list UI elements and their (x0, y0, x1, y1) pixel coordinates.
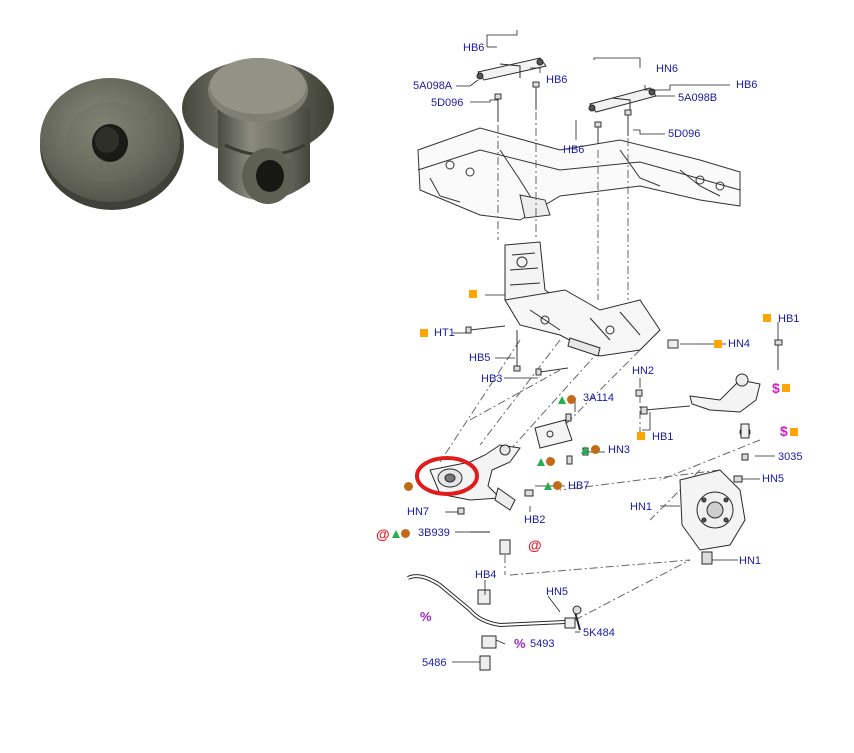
marker-dot-3b939 (401, 529, 410, 538)
bushing-front-view (40, 78, 184, 210)
label-hb5: HB5 (469, 352, 491, 364)
marker-triangle-hb7 (544, 482, 552, 490)
label-3035: 3035 (778, 451, 803, 463)
label-3b939: 3B939 (418, 527, 450, 539)
label-5486: 5486 (422, 657, 447, 669)
label-hn1-top: HN1 (630, 501, 653, 513)
label-hb6-lower: HB6 (563, 144, 585, 156)
marker-at-3b939: @ (376, 526, 390, 542)
marker-triangle-3b939 (392, 530, 400, 538)
label-hb1-top: HB1 (778, 313, 800, 325)
lower-bolts (465, 325, 783, 415)
stabilizer-bar (407, 574, 582, 671)
spring-mount (504, 241, 562, 301)
marker-triangle-3a114 (558, 396, 566, 404)
bolts-5d096 (494, 81, 632, 148)
label-hn6: HN6 (656, 63, 679, 75)
label-hn7: HN7 (407, 506, 430, 518)
marker-dot-hb7 (553, 481, 562, 490)
label-ht1: HT1 (434, 327, 455, 339)
marker-square-balljoint (790, 428, 798, 436)
upper-bracket-right (588, 87, 657, 113)
label-hb6-top: HB6 (463, 42, 485, 54)
marker-dot-bracket (546, 457, 555, 466)
label-5a098b: 5A098B (678, 92, 718, 104)
frame-crossmember (417, 127, 741, 221)
marker-square-hb1-mid (637, 432, 645, 440)
upper-control-arm (689, 373, 761, 439)
marker-triangle-hn3 (581, 446, 589, 454)
marker-square-hn4 (714, 340, 722, 348)
marker-dollar-balljoint: $ (780, 423, 788, 439)
label-hb7: HB7 (568, 480, 590, 492)
label-hn3: HN3 (608, 444, 631, 456)
marker-triangle-bracket (537, 458, 545, 466)
label-5k484: 5K484 (583, 627, 615, 639)
marker-percent-bar: % (420, 609, 432, 624)
marker-square-ht1 (420, 329, 428, 337)
marker-dot-hn3 (591, 445, 600, 454)
label-hb4: HB4 (475, 569, 497, 581)
marker-dollar-upper-arm: $ (772, 380, 780, 396)
label-5a098a: 5A098A (413, 80, 453, 92)
label-5d096-left: 5D096 (431, 97, 464, 109)
bushing-photo (0, 0, 360, 235)
marker-dot-bushing (404, 482, 413, 491)
marker-percent-5493: % (514, 636, 526, 651)
label-hn1-bottom: HN1 (739, 555, 762, 567)
marker-at-balljoint: @ (528, 537, 542, 553)
marker-square-crossmember (469, 290, 477, 298)
marker-square-upper-arm (782, 384, 790, 392)
upper-bracket-left (476, 57, 547, 81)
label-3a114: 3A114 (583, 392, 614, 404)
marker-square-hb1 (763, 314, 771, 322)
label-5493: 5493 (530, 638, 555, 650)
label-hb3: HB3 (481, 373, 503, 385)
label-hb1-mid: HB1 (652, 431, 674, 443)
label-hn4: HN4 (728, 338, 751, 350)
label-hb6-right: HB6 (736, 79, 758, 91)
label-hb6-second: HB6 (546, 74, 568, 86)
label-hb2: HB2 (524, 514, 546, 526)
label-5d096-right: 5D096 (668, 128, 701, 140)
bushing-side-view (182, 58, 334, 204)
hub-knuckle (679, 453, 749, 565)
highlight-circle (415, 456, 479, 496)
label-hn2: HN2 (632, 365, 655, 377)
bracket-3a114 (534, 413, 589, 465)
label-hn5-bottom: HN5 (546, 586, 569, 598)
marker-dot-3a114 (567, 395, 576, 404)
crossmember-main (504, 289, 661, 357)
label-hn5-top: HN5 (762, 473, 785, 485)
